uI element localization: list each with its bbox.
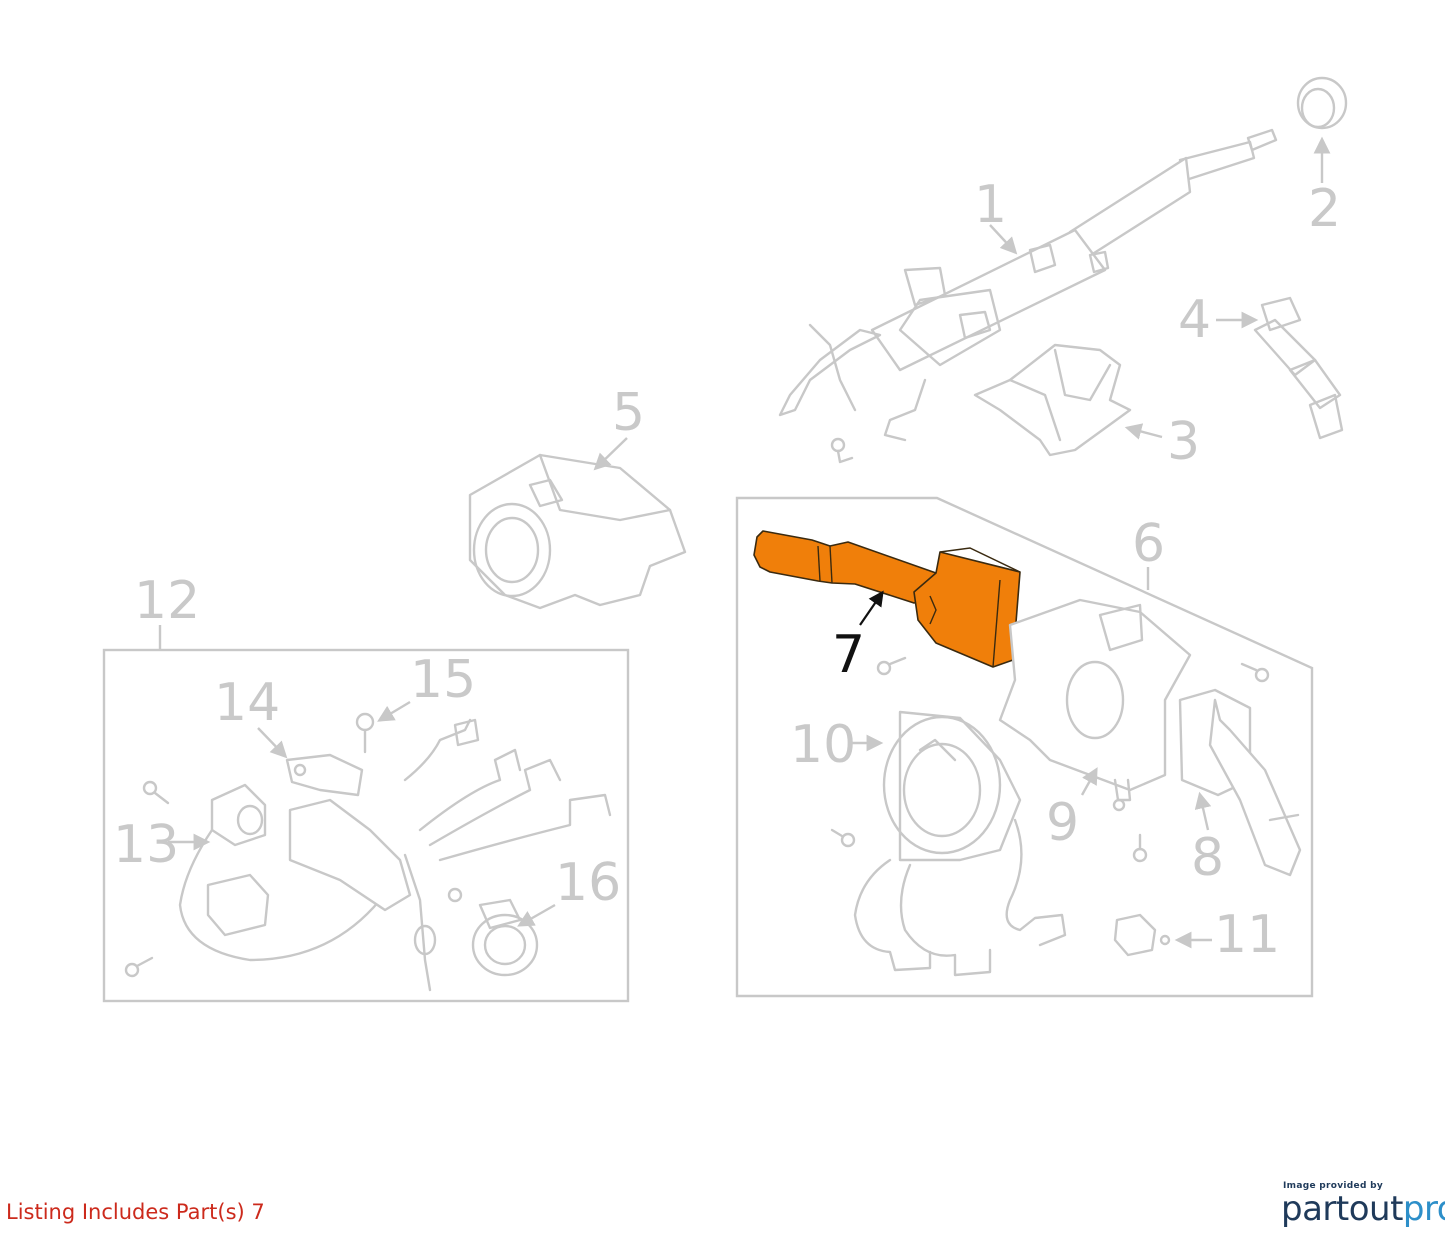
part-13-harness[interactable] [178,783,382,962]
callout-15: 15 [410,650,476,710]
callout-16-leader [517,903,556,927]
callout-9-leader [1080,767,1098,796]
part-3-bracket[interactable] [973,343,1132,457]
part-14-bracket[interactable] [285,753,364,797]
bolt-icons [830,656,1270,863]
callout-5-leader [593,437,628,471]
callout-1-leader [989,224,1018,255]
callout-12: 12 [134,571,200,631]
listing-parts-note: Listing Includes Part(s) 7 [6,1200,265,1224]
bolt-icons-12 [124,780,170,978]
part-10-spiral-cable[interactable] [853,710,1067,977]
part-11-clip[interactable] [1113,913,1171,957]
image-credit-label: Image provided by [1283,1181,1384,1191]
brand-logo-part2: pro [1402,1189,1445,1229]
assembly-box-12 [102,648,630,1003]
callout-11: 11 [1214,905,1280,965]
part-16-lock-assembly[interactable] [288,718,612,992]
callout-13: 13 [113,815,179,875]
part-4-key-cylinder[interactable] [1253,296,1344,440]
callout-1: 1 [974,175,1007,235]
part-1-steering-column[interactable] [778,128,1278,464]
part-15-screw[interactable] [355,712,375,754]
callout-16: 16 [555,853,621,913]
callout-15-leader [377,700,411,722]
callout-14: 14 [214,673,280,733]
assembly-box-6 [735,496,1314,998]
part-9-switch-body[interactable] [998,598,1192,802]
callout-7: 7 [832,625,865,685]
brand-logo: partoutpro [1281,1189,1445,1229]
callout-9: 9 [1046,793,1079,853]
part-7-combination-switch[interactable] [753,530,1021,668]
part-8-wiper-switch[interactable] [1178,688,1302,877]
part-5-column-cover[interactable] [468,453,687,610]
callout-3: 3 [1167,412,1200,472]
callout-7-leader [859,590,884,626]
callout-4: 4 [1178,290,1211,350]
callout-6: 6 [1132,514,1165,574]
callout-14-leader [257,727,288,759]
callout-3-leader [1124,423,1163,440]
callout-5: 5 [612,383,645,443]
callout-2: 2 [1308,179,1341,239]
callout-8: 8 [1191,828,1224,888]
part-2-ring[interactable] [1296,76,1348,130]
brand-logo-part1: partout [1281,1189,1403,1229]
callout-10: 10 [790,715,856,775]
callout-8-leader [1194,791,1212,831]
